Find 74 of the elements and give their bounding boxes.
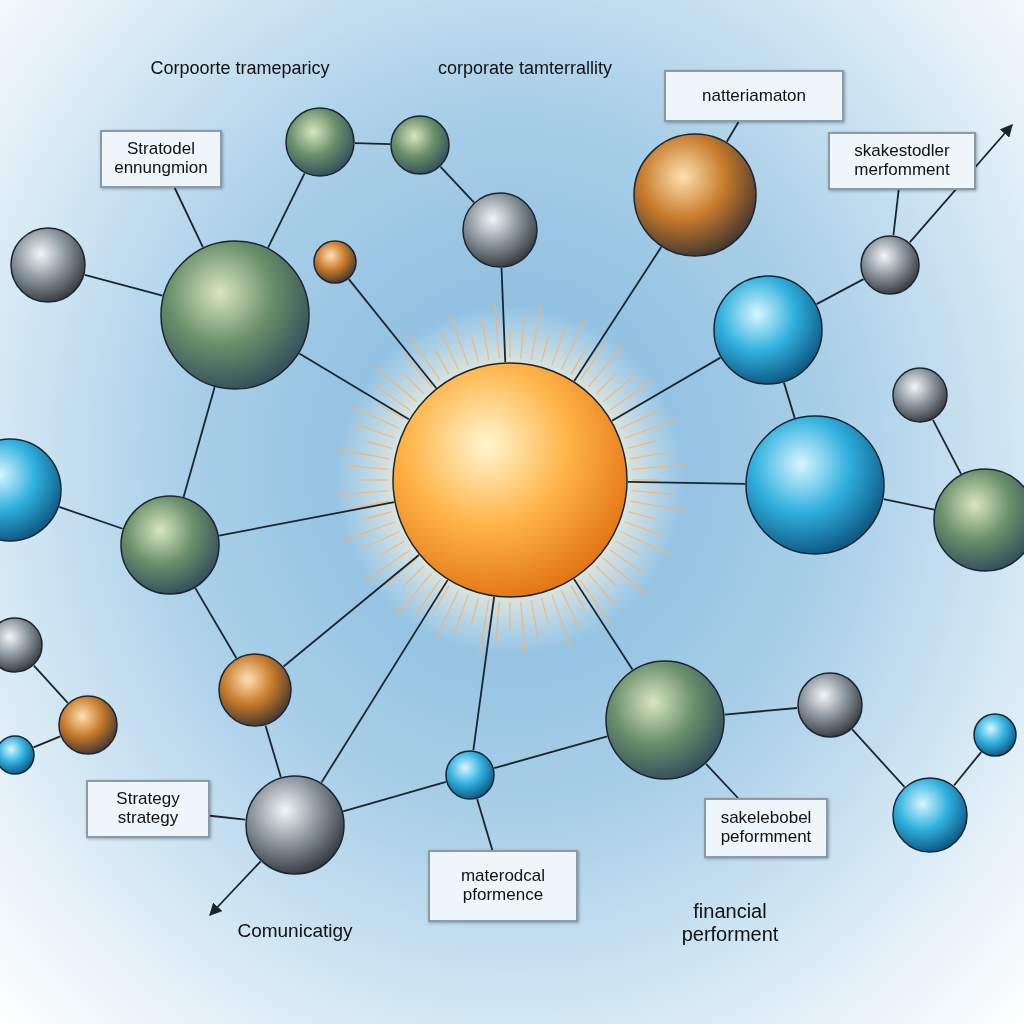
box-label: Strategy strategy — [115, 790, 181, 828]
sphere — [797, 672, 863, 738]
connector-line — [320, 579, 449, 784]
connector-line — [723, 707, 799, 716]
connector-line — [627, 481, 746, 485]
box-label: sakelebobel peformment — [719, 809, 813, 847]
connector-line — [194, 587, 238, 659]
sphere — [973, 713, 1017, 757]
connector-line — [32, 664, 69, 704]
caption-text: Corpoorte trameparicy — [149, 58, 331, 79]
connector-line — [573, 578, 634, 671]
connector-line — [342, 780, 447, 813]
connector-line — [209, 814, 247, 821]
connector-line — [264, 724, 282, 778]
sun-sphere — [392, 362, 628, 598]
sphere — [120, 495, 220, 595]
label-box — [664, 70, 844, 122]
connector-line — [611, 356, 722, 422]
connector-line — [354, 142, 391, 145]
sphere — [892, 367, 948, 423]
connector-line — [347, 278, 438, 389]
label-box — [428, 850, 578, 922]
connector-line — [218, 501, 395, 537]
connector-line — [573, 246, 663, 382]
connector-line — [815, 278, 865, 306]
connector-line — [705, 762, 739, 799]
connector-line — [439, 165, 475, 204]
connector-line — [173, 187, 204, 249]
sphere — [160, 240, 310, 390]
sphere — [58, 695, 118, 755]
connector-line — [493, 735, 609, 770]
sphere — [390, 115, 450, 175]
connector-line — [209, 860, 262, 916]
label-box — [86, 780, 210, 838]
sphere — [218, 653, 292, 727]
sphere — [745, 415, 885, 555]
connector-line — [298, 352, 410, 421]
box-label: Stratodel ennungmion — [113, 140, 209, 178]
sphere — [462, 192, 538, 268]
connector-line — [83, 273, 164, 297]
sphere — [713, 275, 823, 385]
connector-line — [725, 121, 740, 143]
connector-line — [851, 728, 906, 788]
label-box — [704, 798, 828, 858]
sphere — [445, 750, 495, 800]
connector-line — [282, 554, 420, 668]
caption-text: Comunicatigy — [236, 920, 354, 942]
box-label: materodcal pformence — [459, 867, 547, 905]
connector-line — [472, 596, 496, 752]
caption-text: corporate tamterrallity — [436, 58, 614, 79]
connector-line — [32, 735, 62, 749]
connector-line — [182, 386, 216, 498]
connector-line — [476, 798, 494, 851]
sphere — [313, 240, 357, 284]
label-box — [828, 132, 976, 190]
connector-line — [953, 751, 983, 787]
connector-line — [892, 189, 900, 237]
sphere — [245, 775, 345, 875]
label-box — [100, 130, 222, 188]
caption-text: financial performent — [680, 900, 780, 946]
connector-line — [932, 418, 962, 475]
sphere — [633, 133, 757, 257]
connector-line — [882, 498, 935, 511]
sphere — [860, 235, 920, 295]
connector-line — [58, 506, 124, 530]
box-label: skakestodler merfomment — [853, 142, 951, 180]
sphere — [285, 107, 355, 177]
connector-line — [500, 267, 507, 363]
box-label: natteriamaton — [702, 86, 806, 106]
connector-line — [783, 381, 796, 419]
sphere — [605, 660, 725, 780]
connector-line — [267, 172, 306, 249]
sphere — [892, 777, 968, 853]
sphere — [10, 227, 86, 303]
